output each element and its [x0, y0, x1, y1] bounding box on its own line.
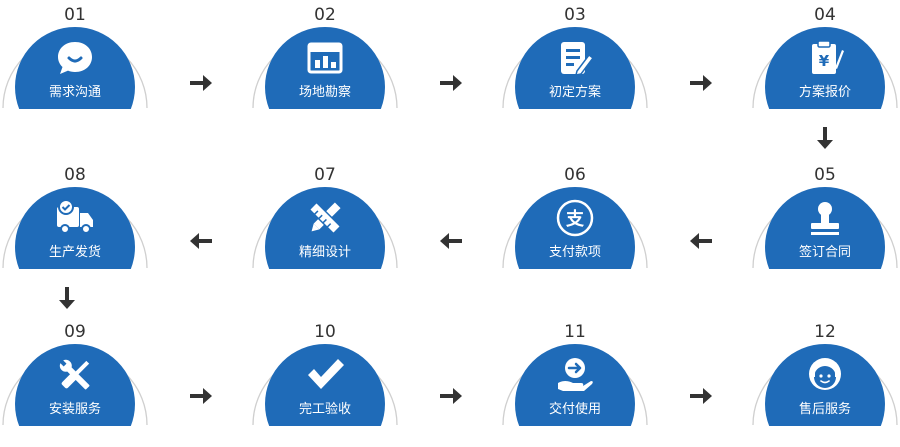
- step-number: 10: [314, 322, 336, 342]
- step-number: 04: [814, 5, 836, 25]
- arrow-right-icon: [188, 70, 214, 96]
- step-label: 支付款项: [548, 245, 601, 260]
- process-step: 07 精细设计: [250, 160, 400, 290]
- step-disc: 签订合同: [765, 187, 885, 269]
- step-label: 场地勘察: [298, 85, 351, 100]
- step-number: 12: [814, 322, 836, 342]
- wrench-screwdriver-icon: [55, 355, 95, 395]
- price-clipboard-icon: ¥: [805, 38, 845, 78]
- step-number: 11: [564, 322, 586, 342]
- step-label: 交付使用: [548, 402, 601, 417]
- process-step: 02 场地勘察: [250, 0, 400, 130]
- step-label: 签订合同: [798, 245, 851, 260]
- step-number: 01: [64, 5, 86, 25]
- step-disc: 初定方案: [515, 27, 635, 109]
- alipay-icon: 支: [555, 198, 595, 238]
- step-disc: 完工验收: [265, 344, 385, 426]
- process-step: 01 需求沟通: [0, 0, 150, 130]
- checkmark-icon: [305, 355, 345, 395]
- process-step: 10 完工验收: [250, 317, 400, 447]
- step-disc: 支 支付款项: [515, 187, 635, 269]
- step-number: 03: [564, 5, 586, 25]
- process-step: 12 售后服务: [750, 317, 900, 447]
- process-step: 03 初定方案: [500, 0, 650, 130]
- process-flow-diagram: 01 需求沟通 02 场地勘察 03 初定方案 04: [0, 0, 900, 426]
- step-label: 完工验收: [298, 402, 351, 417]
- step-label: 需求沟通: [48, 85, 101, 100]
- arrow-left-icon: [438, 228, 464, 254]
- step-disc: 场地勘察: [265, 27, 385, 109]
- process-step: 11 交付使用: [500, 317, 650, 447]
- customer-service-icon: [805, 355, 845, 395]
- step-disc: 生产发货: [15, 187, 135, 269]
- step-number: 08: [64, 165, 86, 185]
- step-number: 07: [314, 165, 336, 185]
- hand-deliver-icon: [555, 355, 595, 395]
- step-label: 精细设计: [298, 245, 351, 260]
- process-step: 05 签订合同: [750, 160, 900, 290]
- step-number: 02: [314, 5, 336, 25]
- design-tools-icon: [305, 198, 345, 238]
- step-label: 方案报价: [798, 85, 851, 100]
- svg-text:支: 支: [565, 208, 585, 230]
- stamp-icon: [805, 198, 845, 238]
- svg-text:¥: ¥: [819, 52, 830, 70]
- arrow-down-icon: [812, 125, 838, 151]
- step-label: 初定方案: [548, 85, 601, 100]
- chat-bubble-icon: [55, 38, 95, 78]
- step-number: 09: [64, 322, 86, 342]
- step-disc: 售后服务: [765, 344, 885, 426]
- process-step: 08 生产发货: [0, 160, 150, 290]
- arrow-right-icon: [438, 70, 464, 96]
- arrow-right-icon: [688, 70, 714, 96]
- arrow-right-icon: [688, 383, 714, 409]
- step-label: 安装服务: [48, 402, 101, 417]
- step-disc: 交付使用: [515, 344, 635, 426]
- step-disc: 安装服务: [15, 344, 135, 426]
- arrow-left-icon: [688, 228, 714, 254]
- step-number: 05: [814, 165, 836, 185]
- step-disc: ¥ 方案报价: [765, 27, 885, 109]
- step-number: 06: [564, 165, 586, 185]
- step-label: 售后服务: [798, 402, 851, 417]
- arrow-right-icon: [438, 383, 464, 409]
- arrow-right-icon: [188, 383, 214, 409]
- step-disc: 精细设计: [265, 187, 385, 269]
- delivery-truck-icon: [55, 198, 95, 238]
- site-survey-icon: [305, 38, 345, 78]
- process-step: 09 安装服务: [0, 317, 150, 447]
- process-step: 06 支 支付款项: [500, 160, 650, 290]
- arrow-left-icon: [188, 228, 214, 254]
- step-label: 生产发货: [48, 245, 101, 260]
- document-edit-icon: [555, 38, 595, 78]
- arrow-down-icon: [54, 285, 80, 311]
- step-disc: 需求沟通: [15, 27, 135, 109]
- process-step: 04 ¥ 方案报价: [750, 0, 900, 130]
